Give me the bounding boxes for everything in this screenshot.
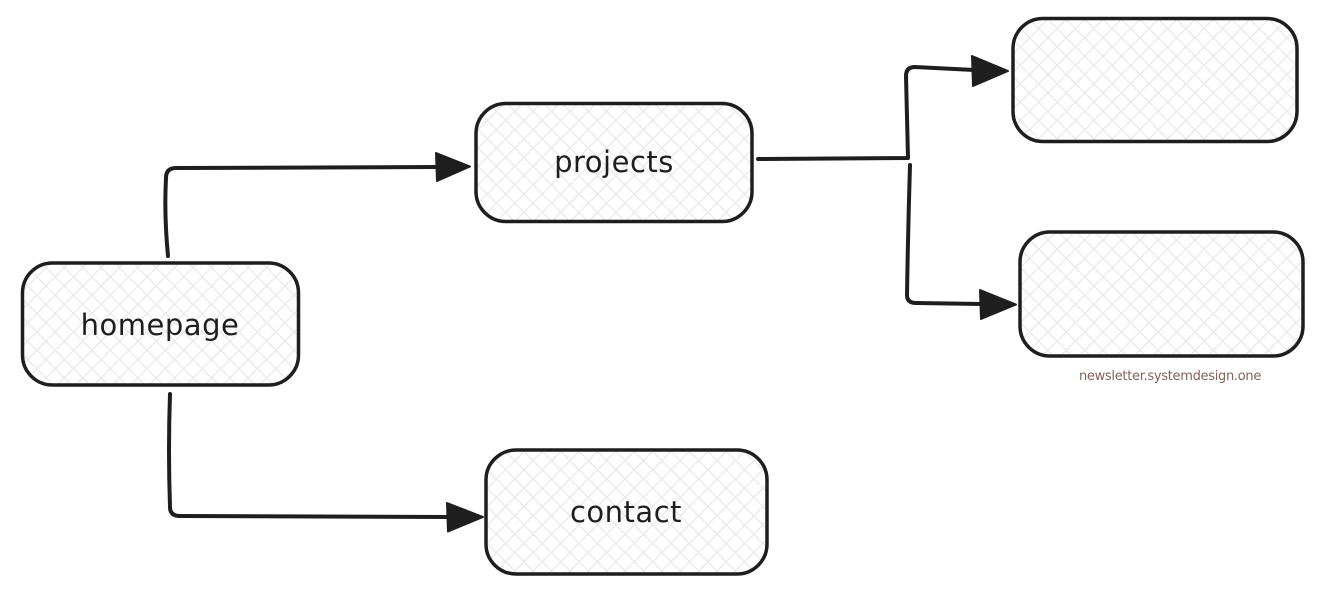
node-untitled-bottom-right [1018,230,1305,358]
watermark-text: newsletter.systemdesign.one [1079,369,1261,384]
untitled-top-right-box [1011,16,1299,144]
arrow-projects-to-top-right-head [971,55,1009,87]
arrow-projects-to-bottom-right [905,163,1017,320]
homepage-label: homepage [81,308,240,342]
node-contact: contact [484,448,769,576]
projects-box [474,101,754,224]
arrow-homepage-to-contact-head [446,502,484,533]
contact-box [484,448,769,576]
arrow-projects-to-top-right [756,55,1009,161]
node-homepage: homepage [20,261,301,387]
arrow-homepage-to-projects [163,152,471,258]
arrow-projects-to-bottom-right-head [979,289,1017,320]
contact-label: contact [570,495,682,529]
arrow-homepage-to-projects-head [435,152,471,182]
arrow-projects-to-bottom-right-line [905,163,984,306]
node-untitled-top-right [1011,16,1299,144]
arrow-homepage-to-contact-line [167,392,450,519]
projects-label: projects [554,145,674,179]
homepage-box [20,261,301,387]
arrow-projects-to-top-right-line [756,65,976,161]
arrow-homepage-to-contact [167,392,484,533]
untitled-bottom-right-box [1018,230,1305,358]
node-projects: projects [474,101,754,224]
arrow-homepage-to-projects-line [163,165,439,258]
